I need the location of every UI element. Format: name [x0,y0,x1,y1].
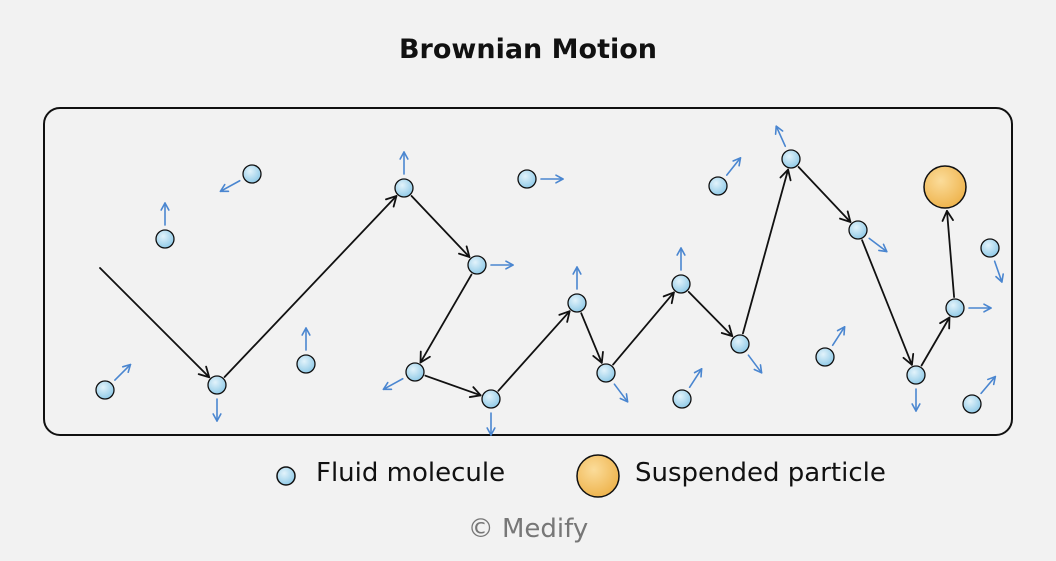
velocity-arrow [968,303,992,313]
fluid-molecule [815,347,835,367]
velocity-arrow [911,388,921,412]
velocity-arrow [676,247,686,271]
velocity-arrow [980,375,997,395]
velocity-arrow [774,125,787,148]
molecule-velocity-arrows [114,125,1004,436]
fluid-molecule [405,362,425,382]
fluid-molecule [848,220,868,240]
velocity-arrow [613,383,629,403]
velocity-arrow [160,202,170,226]
fluid-molecule [980,238,1000,258]
particle-path [99,166,955,398]
path-segment-arrow [742,168,792,335]
velocity-arrow [212,398,222,422]
fluid-molecule [296,354,316,374]
velocity-arrow [747,354,763,374]
path-segment-arrow [410,195,471,258]
velocity-arrow [382,377,404,391]
fluid-molecule [481,389,501,409]
fluid-molecules [95,149,1000,414]
path-segment-arrow [424,374,482,398]
velocity-arrow [831,326,846,347]
path-segment-arrow [223,195,398,378]
fluid-molecule [95,380,115,400]
velocity-arrow [114,363,132,381]
velocity-arrow [301,327,311,351]
path-segment-arrow [687,290,734,338]
path-segment-arrow [920,316,951,367]
fluid-molecule [467,255,487,275]
suspended-particle [923,165,967,209]
fluid-molecule [672,389,692,409]
path-segment-arrow [861,239,915,366]
path-segment-arrow [419,273,473,364]
fluid-molecule [945,298,965,318]
velocity-arrow [725,157,742,176]
fluid-molecule [155,229,175,249]
fluid-molecule [708,176,728,196]
path-segment-arrow [580,312,604,364]
fluid-molecule [394,178,414,198]
fluid-molecule [962,394,982,414]
fluid-molecule [207,375,227,395]
velocity-arrow [993,260,1004,283]
velocity-arrow [540,174,564,184]
fluid-container [43,107,1013,436]
path-segment-arrow [99,267,211,379]
fluid-molecule [671,274,691,294]
velocity-arrow [219,179,241,193]
legend-particle-label: Suspended particle [635,458,886,488]
fluid-molecule [567,293,587,313]
velocity-arrow [486,412,496,436]
legend-molecule-icon [276,466,296,486]
fluid-molecule [730,334,750,354]
legend-particle-icon [576,454,620,498]
fluid-molecule [906,365,926,385]
velocity-arrow [868,237,888,253]
fluid-molecule [596,363,616,383]
fluid-molecule [517,169,537,189]
path-segment-arrow [941,210,955,298]
path-segment-arrow [797,166,852,223]
velocity-arrow [490,260,514,270]
velocity-arrow [399,151,409,175]
fluid-molecule [242,164,262,184]
credit-text: © Medify [467,514,589,544]
velocity-arrow [572,266,582,290]
diagram-title: Brownian Motion [398,34,658,65]
velocity-arrow [688,368,703,389]
legend-molecule-label: Fluid molecule [316,458,506,488]
path-segment-arrow [612,291,675,366]
fluid-molecule [781,149,801,169]
path-segment-arrow [497,310,571,392]
